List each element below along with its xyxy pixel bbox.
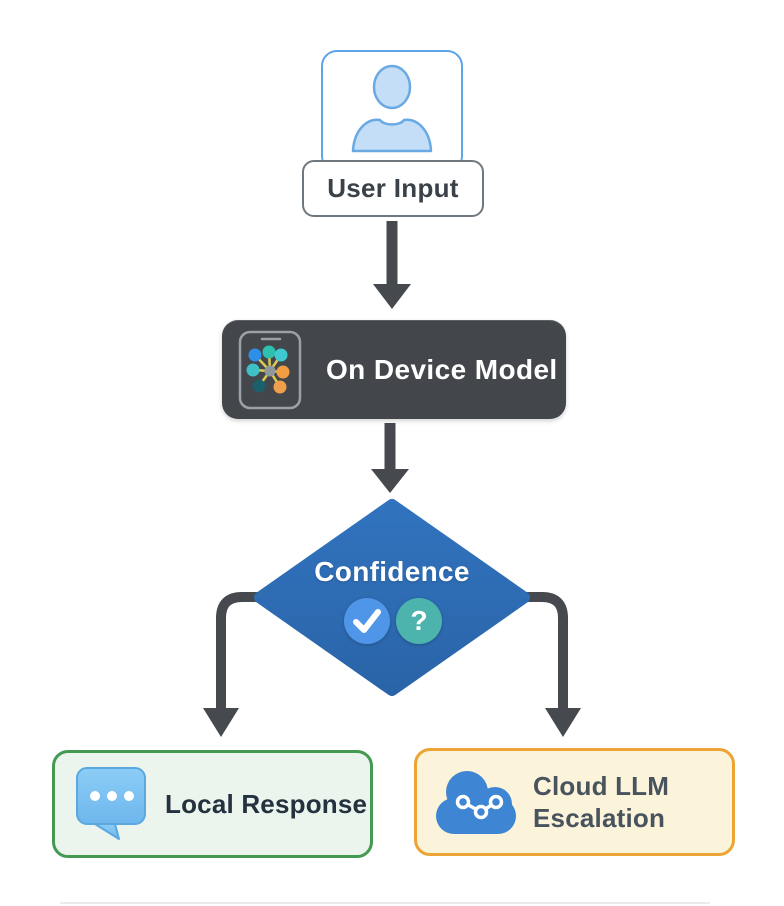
checkmark-icon bbox=[353, 609, 381, 633]
question-mark-icon: ? bbox=[410, 605, 428, 636]
on-device-model-label: On Device Model bbox=[326, 353, 558, 385]
local-response-node: Local Response bbox=[52, 750, 373, 858]
uncertain-badge: ? bbox=[396, 598, 442, 644]
phone-neural-network-icon bbox=[238, 330, 302, 409]
arrow-confidence-to-cloud bbox=[517, 592, 581, 737]
cloud-llm-escalation-label: Cloud LLM Escalation bbox=[533, 770, 670, 834]
confidence-decision-node bbox=[254, 499, 530, 696]
local-response-label: Local Response bbox=[165, 788, 368, 819]
person-icon bbox=[351, 64, 433, 153]
image-edge-artifact bbox=[60, 902, 710, 904]
user-input-label: User Input bbox=[327, 173, 459, 203]
arrow-user-to-device bbox=[373, 221, 411, 309]
chat-bubble-icon bbox=[76, 767, 146, 840]
cloud-network-icon bbox=[436, 771, 516, 834]
confident-badge bbox=[344, 598, 390, 644]
confidence-label: Confidence bbox=[314, 556, 470, 587]
on-device-model-node: On Device Model bbox=[222, 320, 566, 419]
cloud-llm-escalation-node: Cloud LLM Escalation bbox=[414, 748, 735, 856]
arrow-device-to-confidence bbox=[371, 423, 409, 493]
user-input-node: User Input bbox=[302, 160, 484, 217]
arrow-confidence-to-local bbox=[203, 592, 267, 737]
user-input-avatar-box bbox=[321, 50, 463, 172]
